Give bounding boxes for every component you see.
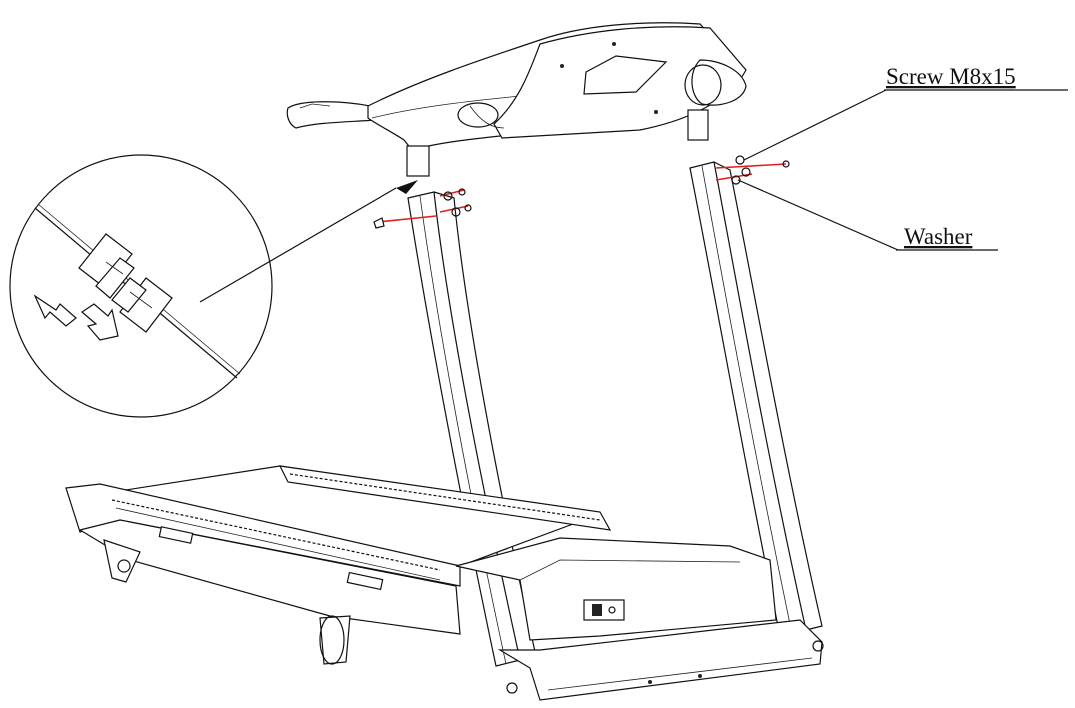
left-fastener-set — [373, 188, 472, 229]
connector-plug-icon — [78, 233, 135, 299]
washer-leader-line — [737, 179, 899, 251]
push-arrow-right-icon — [81, 303, 119, 341]
right-upright — [689, 161, 823, 637]
push-arrow-left-icon — [33, 294, 77, 327]
right-fastener-set — [715, 155, 790, 185]
connector-detail-magnifier — [9, 154, 273, 418]
screw-leader-line — [743, 89, 887, 161]
screw-callout-label: Screw M8x15 — [886, 64, 1016, 89]
console-assembly — [286, 22, 747, 177]
detail-leader-line — [199, 180, 418, 303]
connector-socket-icon — [111, 277, 173, 333]
washer-callout-label: Washer — [904, 224, 973, 249]
treadmill-deck — [65, 465, 824, 701]
